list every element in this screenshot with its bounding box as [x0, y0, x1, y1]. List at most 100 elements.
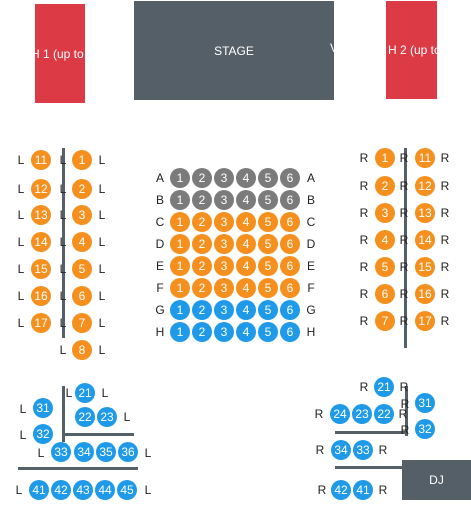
vip-booth-2[interactable]: H 2 (up to: [386, 1, 437, 99]
seat-C1[interactable]: 1: [170, 212, 190, 232]
seat-H6[interactable]: 6: [280, 322, 300, 342]
seat-17[interactable]: 17: [31, 313, 51, 333]
seat-32[interactable]: 32: [415, 419, 435, 439]
seat-13[interactable]: 13: [415, 203, 435, 223]
seat-32[interactable]: 32: [33, 424, 53, 444]
seat-A4[interactable]: 4: [236, 168, 256, 188]
seat-45[interactable]: 45: [117, 480, 137, 500]
seat-C5[interactable]: 5: [258, 212, 278, 232]
seat-D5[interactable]: 5: [258, 234, 278, 254]
seat-36[interactable]: 36: [118, 442, 138, 462]
seat-D2[interactable]: 2: [192, 234, 212, 254]
seat-43[interactable]: 43: [73, 480, 93, 500]
seat-1[interactable]: 1: [72, 150, 92, 170]
seat-D3[interactable]: 3: [214, 234, 234, 254]
seat-E3[interactable]: 3: [214, 256, 234, 276]
seat-E5[interactable]: 5: [258, 256, 278, 276]
seat-6[interactable]: 6: [375, 284, 395, 304]
seat-31[interactable]: 31: [33, 398, 53, 418]
seat-22[interactable]: 22: [374, 404, 394, 424]
seat-G5[interactable]: 5: [258, 300, 278, 320]
seat-33[interactable]: 33: [51, 442, 71, 462]
seat-14[interactable]: 14: [415, 230, 435, 250]
seat-C2[interactable]: 2: [192, 212, 212, 232]
seat-C6[interactable]: 6: [280, 212, 300, 232]
seat-3[interactable]: 3: [72, 205, 92, 225]
seat-E1[interactable]: 1: [170, 256, 190, 276]
seat-F4[interactable]: 4: [236, 278, 256, 298]
seat-11[interactable]: 11: [415, 148, 435, 168]
seat-C3[interactable]: 3: [214, 212, 234, 232]
seat-B1[interactable]: 1: [170, 190, 190, 210]
seat-B6[interactable]: 6: [280, 190, 300, 210]
seat-6[interactable]: 6: [72, 286, 92, 306]
seat-31[interactable]: 31: [415, 393, 435, 413]
seat-D6[interactable]: 6: [280, 234, 300, 254]
seat-7[interactable]: 7: [375, 311, 395, 331]
seat-8[interactable]: 8: [72, 340, 92, 360]
seat-3[interactable]: 3: [375, 203, 395, 223]
seat-24[interactable]: 24: [330, 404, 350, 424]
seat-A3[interactable]: 3: [214, 168, 234, 188]
seat-H3[interactable]: 3: [214, 322, 234, 342]
seat-H1[interactable]: 1: [170, 322, 190, 342]
seat-23[interactable]: 23: [97, 407, 117, 427]
seat-23[interactable]: 23: [352, 404, 372, 424]
seat-33[interactable]: 33: [353, 440, 373, 460]
seat-13[interactable]: 13: [31, 205, 51, 225]
seat-G6[interactable]: 6: [280, 300, 300, 320]
seat-2[interactable]: 2: [375, 176, 395, 196]
seat-2[interactable]: 2: [72, 179, 92, 199]
seat-H4[interactable]: 4: [236, 322, 256, 342]
seat-E6[interactable]: 6: [280, 256, 300, 276]
seat-17[interactable]: 17: [415, 311, 435, 331]
seat-B5[interactable]: 5: [258, 190, 278, 210]
seat-41[interactable]: 41: [29, 480, 49, 500]
seat-F3[interactable]: 3: [214, 278, 234, 298]
seat-G2[interactable]: 2: [192, 300, 212, 320]
seat-A1[interactable]: 1: [170, 168, 190, 188]
seat-34[interactable]: 34: [74, 442, 94, 462]
seat-12[interactable]: 12: [31, 179, 51, 199]
seat-42[interactable]: 42: [331, 480, 351, 500]
seat-A6[interactable]: 6: [280, 168, 300, 188]
seat-E2[interactable]: 2: [192, 256, 212, 276]
seat-5[interactable]: 5: [72, 259, 92, 279]
seat-22[interactable]: 22: [75, 407, 95, 427]
seat-C4[interactable]: 4: [236, 212, 256, 232]
seat-F1[interactable]: 1: [170, 278, 190, 298]
seat-34[interactable]: 34: [331, 440, 351, 460]
seat-A5[interactable]: 5: [258, 168, 278, 188]
seat-5[interactable]: 5: [375, 257, 395, 277]
seat-42[interactable]: 42: [51, 480, 71, 500]
seat-11[interactable]: 11: [31, 150, 51, 170]
seat-16[interactable]: 16: [415, 284, 435, 304]
seat-44[interactable]: 44: [95, 480, 115, 500]
seat-H2[interactable]: 2: [192, 322, 212, 342]
seat-G1[interactable]: 1: [170, 300, 190, 320]
seat-H5[interactable]: 5: [258, 322, 278, 342]
seat-41[interactable]: 41: [353, 480, 373, 500]
seat-35[interactable]: 35: [96, 442, 116, 462]
seat-12[interactable]: 12: [415, 176, 435, 196]
vip-booth-1[interactable]: H 1 (up to: [35, 4, 85, 103]
seat-D1[interactable]: 1: [170, 234, 190, 254]
seat-F2[interactable]: 2: [192, 278, 212, 298]
seat-21[interactable]: 21: [75, 383, 95, 403]
seat-G3[interactable]: 3: [214, 300, 234, 320]
seat-16[interactable]: 16: [31, 286, 51, 306]
seat-F6[interactable]: 6: [280, 278, 300, 298]
seat-15[interactable]: 15: [415, 257, 435, 277]
seat-B3[interactable]: 3: [214, 190, 234, 210]
seat-B4[interactable]: 4: [236, 190, 256, 210]
seat-E4[interactable]: 4: [236, 256, 256, 276]
seat-G4[interactable]: 4: [236, 300, 256, 320]
seat-F5[interactable]: 5: [258, 278, 278, 298]
seat-4[interactable]: 4: [375, 230, 395, 250]
seat-D4[interactable]: 4: [236, 234, 256, 254]
seat-B2[interactable]: 2: [192, 190, 212, 210]
seat-A2[interactable]: 2: [192, 168, 212, 188]
seat-7[interactable]: 7: [72, 313, 92, 333]
seat-21[interactable]: 21: [374, 377, 394, 397]
seat-15[interactable]: 15: [31, 259, 51, 279]
